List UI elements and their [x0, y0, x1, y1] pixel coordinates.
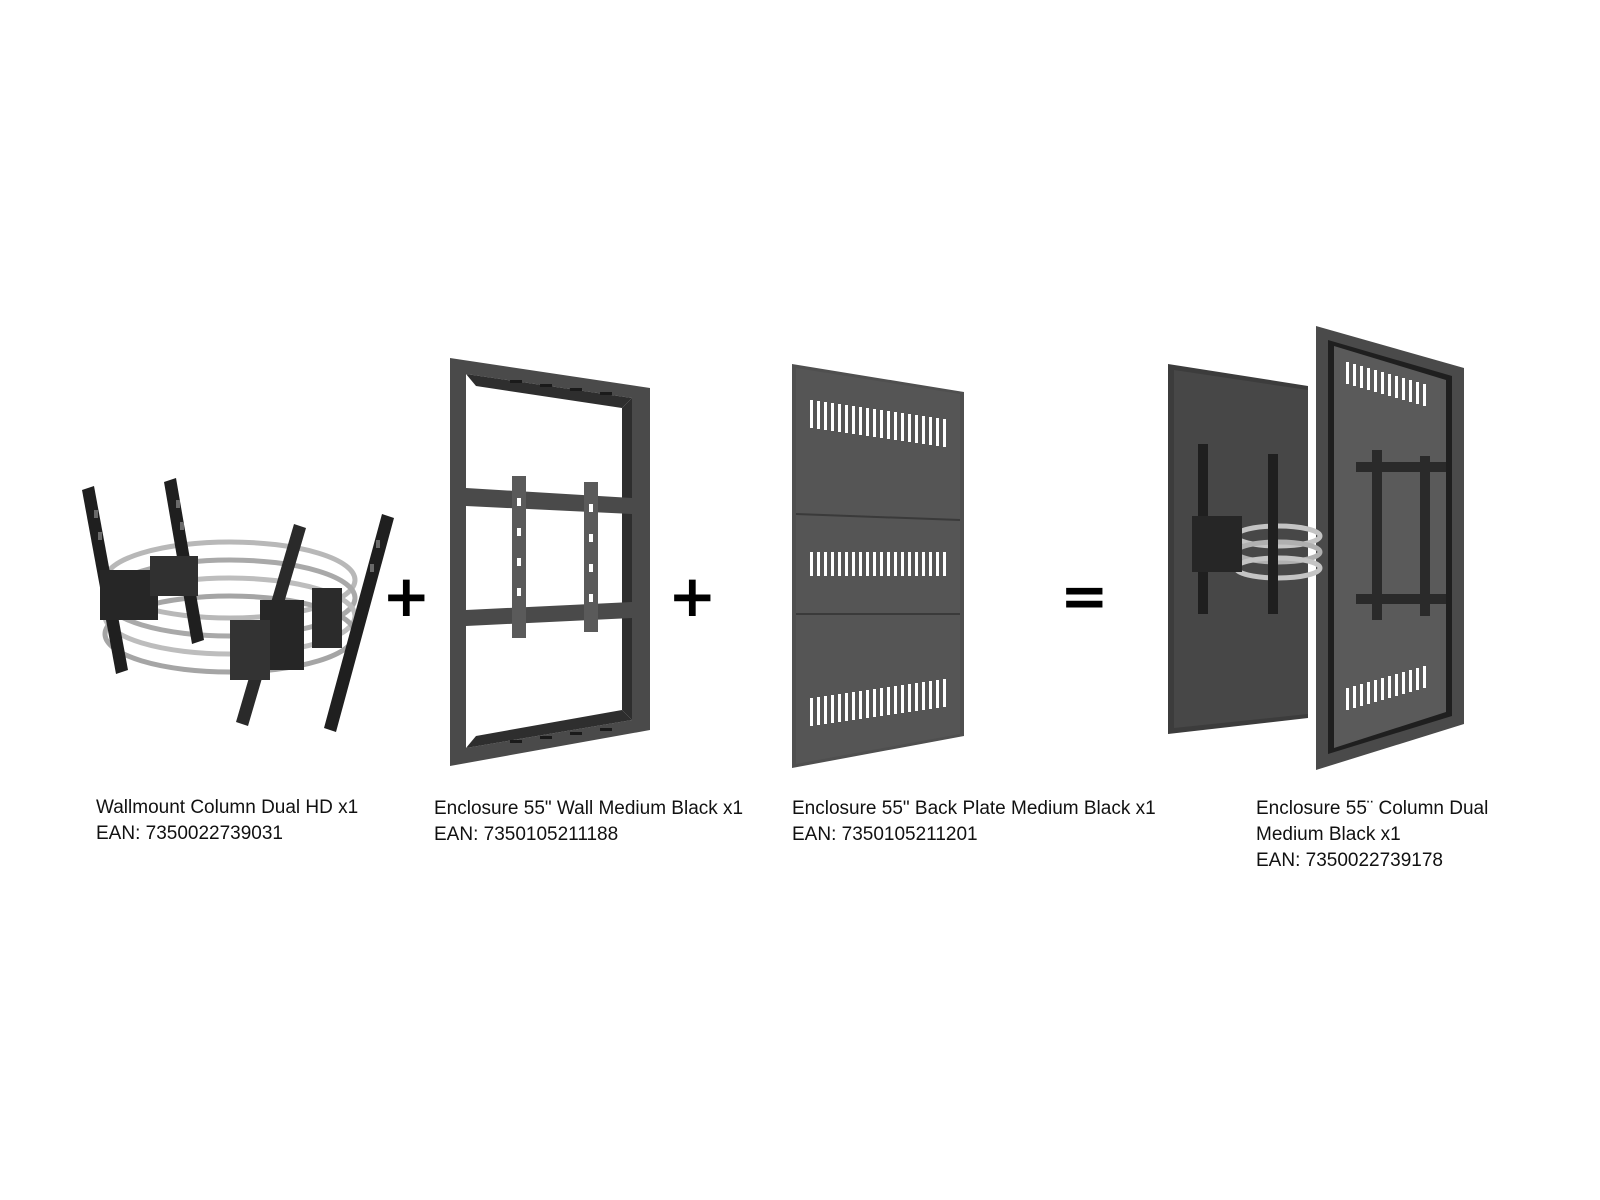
product-ean: EAN: 7350022739031 — [96, 823, 283, 844]
product-ean: EAN: 7350105211201 — [792, 824, 978, 845]
caption-assembled-enclosure: Enclosure 55¨ Column Dual Medium Black x… — [1256, 796, 1488, 874]
plus-operator-2: + — [668, 562, 717, 630]
product-ean: EAN: 7350105211188 — [434, 824, 619, 845]
assembled-enclosure-icon — [1168, 326, 1464, 770]
plus-operator-1: + — [382, 562, 431, 630]
equals-operator: = — [1060, 562, 1109, 630]
product-name-line-2: Medium Black x1 — [1256, 824, 1401, 845]
product-ean: EAN: 7350022739178 — [1256, 850, 1443, 871]
product-name: Wallmount Column Dual HD x1 — [96, 797, 359, 818]
product-column-mount — [80, 470, 400, 750]
product-enclosure-wall — [450, 358, 660, 768]
product-back-plate — [792, 364, 972, 768]
enclosure-frame-icon — [450, 358, 650, 766]
product-name-line-1: Enclosure 55¨ Column Dual — [1256, 798, 1489, 819]
back-plate-icon — [792, 364, 964, 768]
product-name: Enclosure 55" Back Plate Medium Black x1 — [792, 798, 1156, 819]
column-mount-icon — [82, 478, 394, 732]
product-name: Enclosure 55" Wall Medium Black x1 — [434, 798, 744, 819]
caption-column-mount: Wallmount Column Dual HD x1 EAN: 7350022… — [96, 795, 358, 847]
caption-back-plate: Enclosure 55" Back Plate Medium Black x1… — [792, 796, 1156, 848]
product-assembled-enclosure — [1168, 326, 1468, 770]
caption-enclosure-wall: Enclosure 55" Wall Medium Black x1 EAN: … — [434, 796, 743, 848]
